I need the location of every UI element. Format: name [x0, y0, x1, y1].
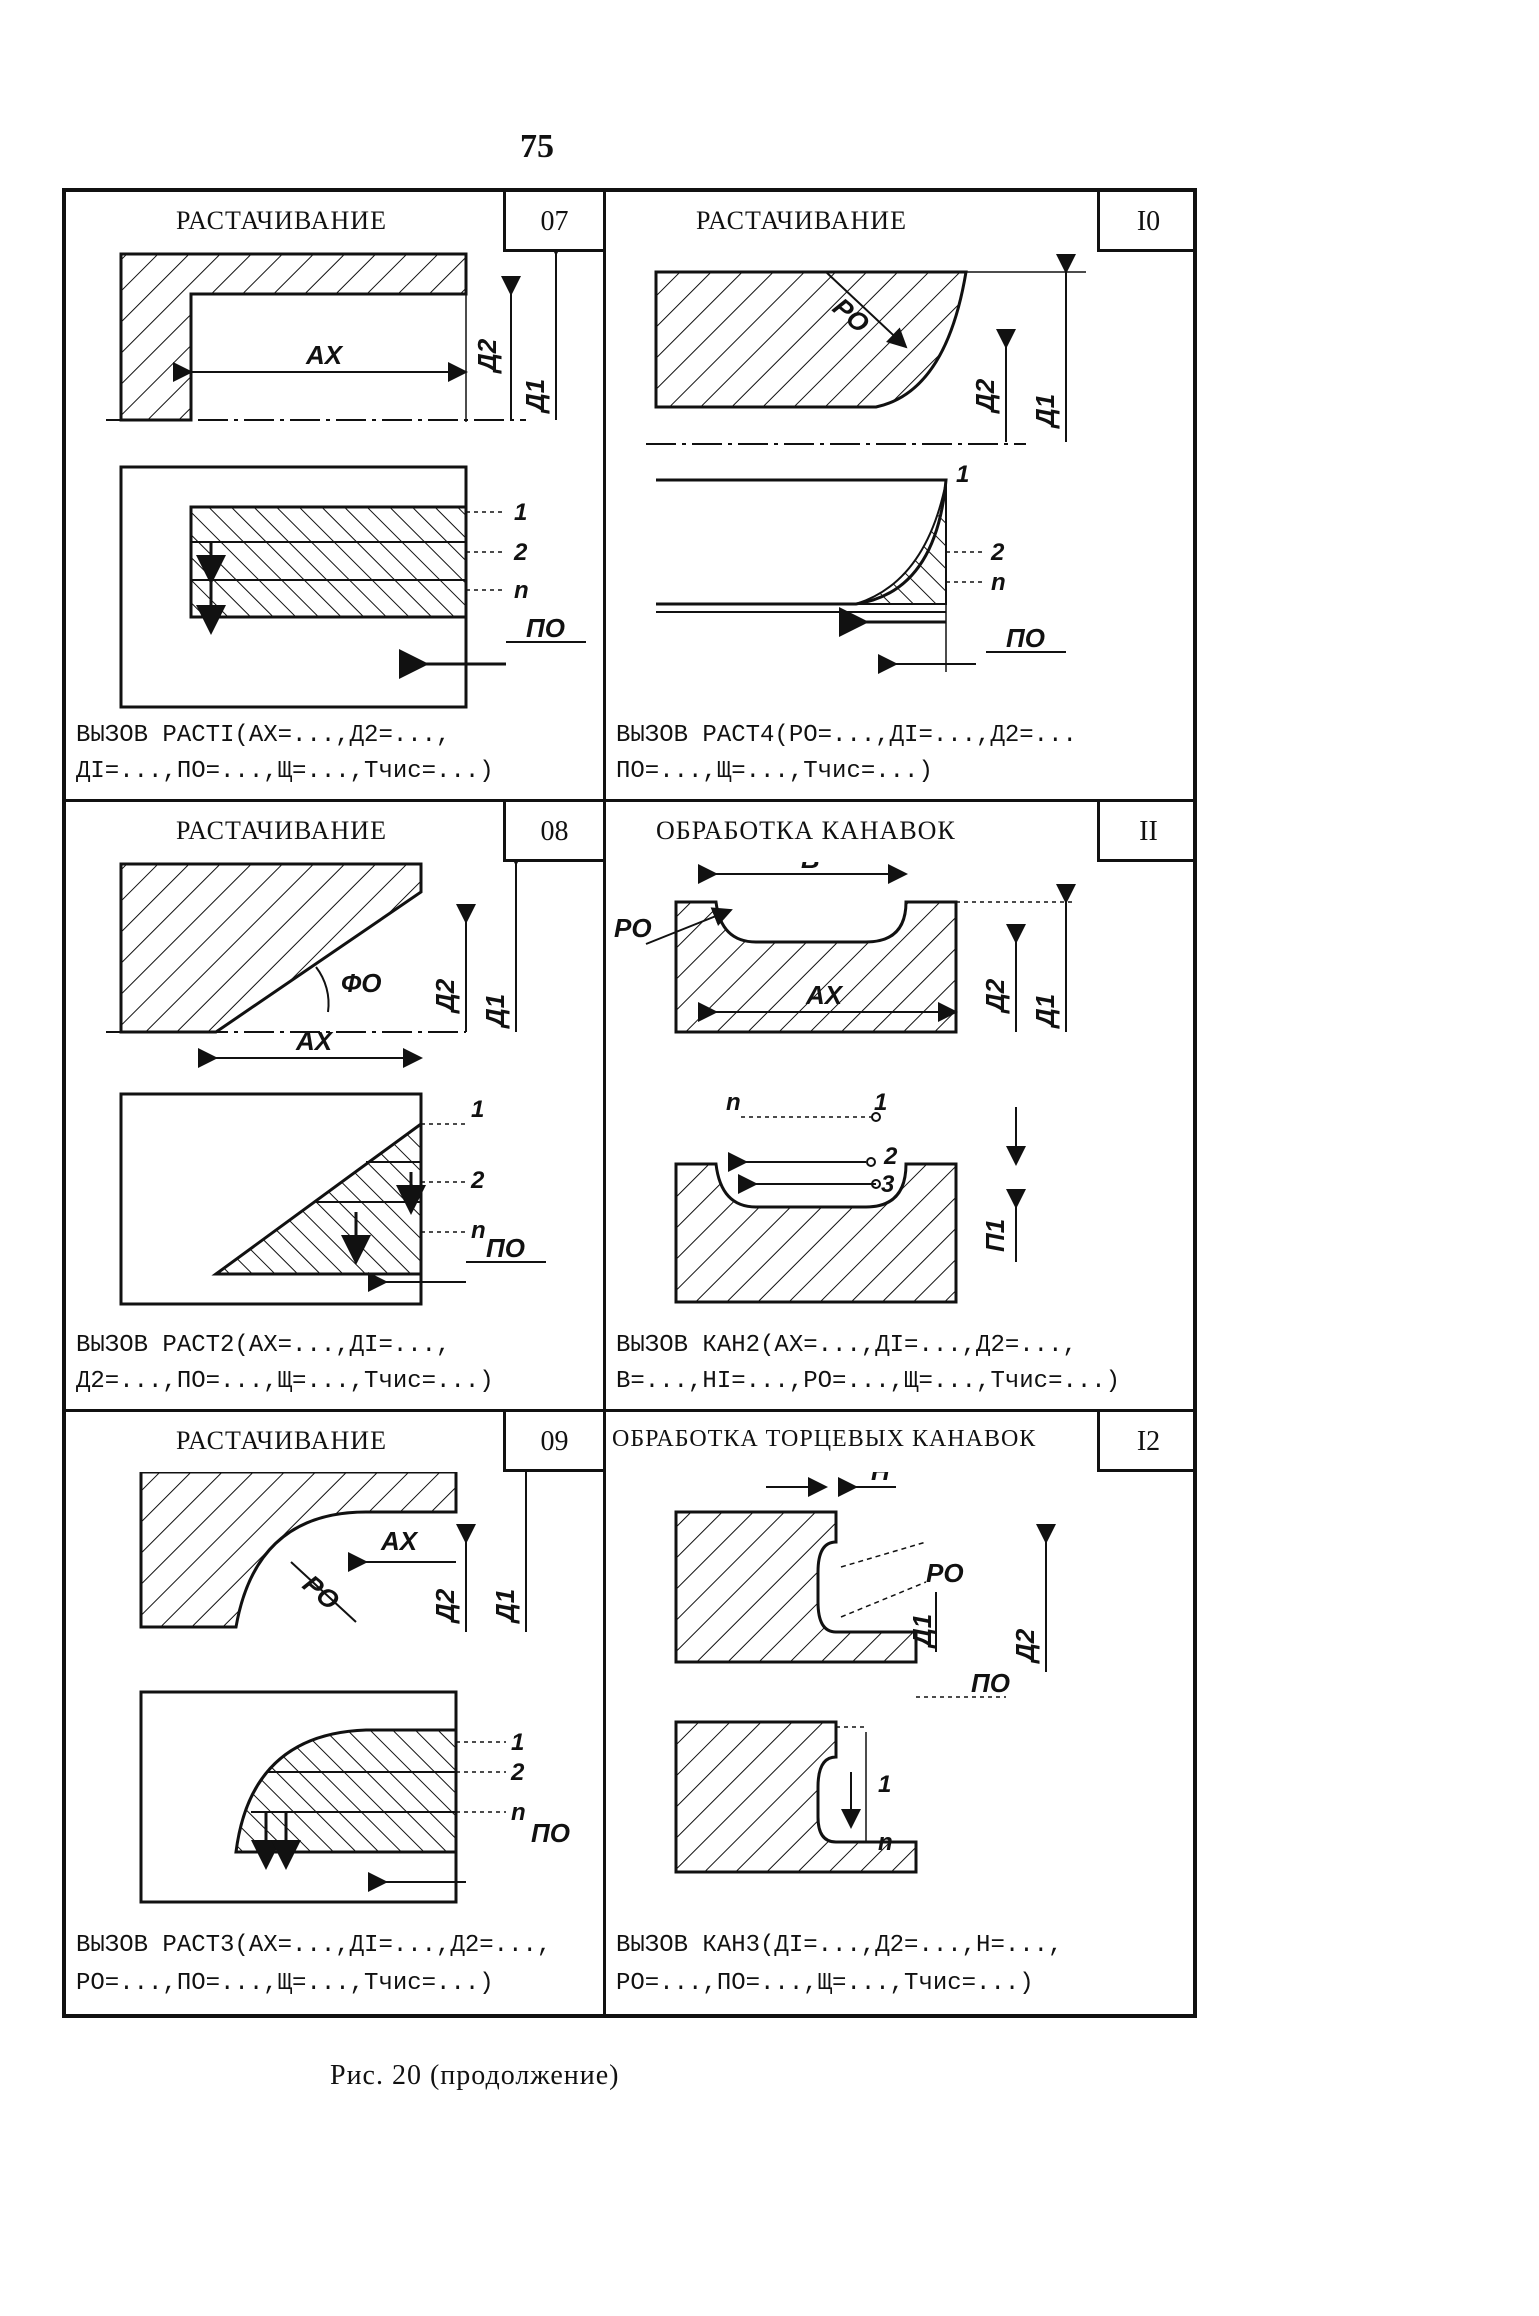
- diagram-boring-4: РО Д2 Д1 1 2 n ПО: [646, 254, 1086, 674]
- cell-number: 08: [503, 802, 603, 862]
- label-ax: АХ: [305, 340, 344, 370]
- page-number: 75: [520, 128, 554, 165]
- cell-number: I2: [1097, 1412, 1197, 1472]
- cell-title: РАСТАЧИВАНИЕ: [696, 206, 907, 235]
- point-1: 1: [956, 461, 969, 488]
- label-po: ПО: [531, 1818, 570, 1848]
- cell-07: РАСТАЧИВАНИЕ 07 АХ Д2 Д1: [66, 192, 606, 802]
- diagram-face-grooving: Н РО Д1 Д2 ПО 1 n: [674, 1472, 1056, 1874]
- call-line-2: РО=...,ПО=...,Щ=...,Тчис=...): [76, 1970, 494, 1997]
- point-2: 2: [470, 1167, 485, 1194]
- cell-12: ОБРАБОТКА ТОРЦЕВЫХ КАНАВОК I2 Н РО Д1 Д2…: [606, 1412, 1197, 2014]
- call-line-2: ДI=...,ПО=...,Щ=...,Тчис=...): [76, 758, 494, 785]
- point-1: 1: [874, 1089, 887, 1116]
- label-ax: АХ: [805, 980, 844, 1010]
- point-n: n: [471, 1217, 486, 1244]
- call-line-1: ВЫЗОВ РАСТ4(РО=...,ДI=...,Д2=...: [616, 722, 1077, 749]
- label-ax: АХ: [295, 1026, 334, 1056]
- diagram-boring-2: ФО АХ Д2 Д1 1 2 n ПО: [106, 862, 546, 1306]
- diagram-boring-3: АХ РО Д2 Д1 1 2 n ПО: [139, 1472, 570, 1904]
- call-line-1: ВЫЗОВ РАСТI(АХ=...,Д2=...,: [76, 722, 451, 749]
- cell-11: ОБРАБОТКА КАНАВОК II В РО АХ Д2 Д1 n 1 2: [606, 802, 1197, 1412]
- cell-title: РАСТАЧИВАНИЕ: [176, 816, 387, 845]
- label-d2: Д2: [472, 338, 502, 374]
- label-d1: Д1: [1030, 994, 1060, 1029]
- label-d1: Д1: [490, 1589, 520, 1624]
- cell-10: РАСТАЧИВАНИЕ I0 РО Д2 Д1 1 2 n ПО В: [606, 192, 1197, 802]
- call-line-2: Д2=...,ПО=...,Щ=...,Тчис=...): [76, 1368, 494, 1395]
- point-n: n: [991, 569, 1006, 596]
- label-ro: РО: [614, 913, 652, 943]
- label-po: ПО: [971, 1668, 1010, 1698]
- figure-caption: Рис. 20 (продолжение): [330, 2060, 620, 2091]
- cell-09: РАСТАЧИВАНИЕ 09 АХ РО Д2 Д1 1 2 n ПО: [66, 1412, 606, 2014]
- label-d2: Д2: [970, 378, 1000, 414]
- cell-08: РАСТАЧИВАНИЕ 08 ФО АХ Д2 Д1 1 2 n: [66, 802, 606, 1412]
- point-n: n: [511, 1799, 526, 1826]
- diagram-grooving-2: В РО АХ Д2 Д1 n 1 2 3 П1: [614, 862, 1076, 1304]
- label-d1: Д1: [907, 1614, 937, 1649]
- point-1: 1: [878, 1771, 891, 1798]
- cell-number: I0: [1097, 192, 1197, 252]
- call-line-2: В=...,НI=...,РО=...,Щ=...,Тчис=...): [616, 1368, 1121, 1395]
- cell-number: II: [1097, 802, 1197, 862]
- cell-title: ОБРАБОТКА КАНАВОК: [656, 816, 956, 845]
- diagram-boring-1: АХ Д2 Д1 1 2 n ПО: [106, 252, 586, 709]
- figure-grid: РАСТАЧИВАНИЕ 07 АХ Д2 Д1: [62, 188, 1197, 2018]
- point-2: 2: [510, 1759, 525, 1786]
- call-line-1: ВЫЗОВ РАСТ3(АХ=...,ДI=...,Д2=...,: [76, 1932, 552, 1959]
- label-ax: АХ: [380, 1526, 419, 1556]
- label-po: ПО: [1006, 623, 1045, 653]
- point-2: 2: [513, 539, 528, 566]
- label-d2: Д2: [1010, 1628, 1040, 1664]
- cell-title: РАСТАЧИВАНИЕ: [176, 206, 387, 235]
- label-d2: Д2: [430, 978, 460, 1014]
- call-line-1: ВЫЗОВ КАН3(ДI=...,Д2=...,Н=...,: [616, 1932, 1063, 1959]
- label-po: ПО: [486, 1233, 525, 1263]
- label-p1: П1: [980, 1219, 1010, 1252]
- point-2: 2: [990, 539, 1005, 566]
- cell-number: 09: [503, 1412, 603, 1472]
- point-n: n: [878, 1829, 893, 1856]
- call-line-2: РО=...,ПО=...,Щ=...,Тчис=...): [616, 1970, 1034, 1997]
- point-1: 1: [471, 1096, 484, 1123]
- label-h: Н: [871, 1472, 891, 1486]
- label-ro: РО: [926, 1558, 964, 1588]
- label-po: ПО: [526, 613, 565, 643]
- label-fo: ФО: [341, 968, 382, 998]
- label-d2: Д2: [430, 1588, 460, 1624]
- label-b: В: [801, 862, 820, 874]
- point-1: 1: [514, 499, 527, 526]
- point-3: 3: [881, 1171, 895, 1198]
- label-d1: Д1: [520, 379, 550, 414]
- label-d1: Д1: [480, 994, 510, 1029]
- point-n: n: [726, 1089, 741, 1116]
- point-2: 2: [883, 1143, 898, 1170]
- label-d2: Д2: [980, 978, 1010, 1014]
- call-line-1: ВЫЗОВ КАН2(АХ=...,ДI=...,Д2=...,: [616, 1332, 1077, 1359]
- label-d1: Д1: [1030, 394, 1060, 429]
- cell-title: ОБРАБОТКА ТОРЦЕВЫХ КАНАВОК: [612, 1426, 1037, 1452]
- call-line-2: ПО=...,Щ=...,Тчис=...): [616, 758, 933, 785]
- point-1: 1: [511, 1729, 524, 1756]
- call-line-1: ВЫЗОВ РАСТ2(АХ=...,ДI=...,: [76, 1332, 451, 1359]
- cell-title: РАСТАЧИВАНИЕ: [176, 1426, 387, 1455]
- cell-number: 07: [503, 192, 603, 252]
- point-n: n: [514, 577, 529, 604]
